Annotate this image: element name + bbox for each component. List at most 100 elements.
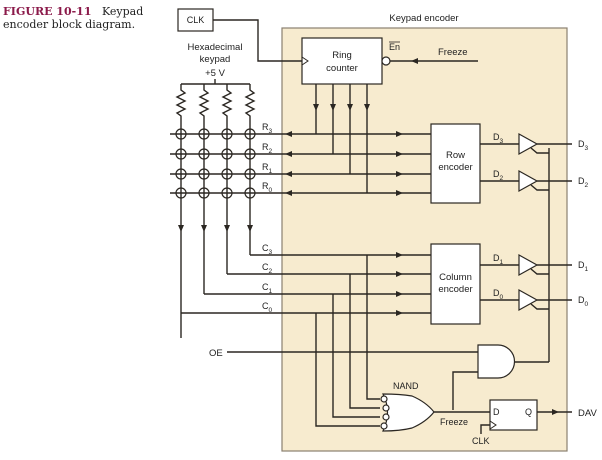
encoder-output-label-d2: D2 bbox=[493, 169, 504, 182]
resistor bbox=[198, 84, 210, 128]
enable-label: En bbox=[389, 42, 400, 52]
keypad-key bbox=[221, 168, 233, 180]
svg-text:C2: C2 bbox=[262, 262, 273, 275]
keypad-key bbox=[175, 148, 187, 160]
keypad-encoder-panel bbox=[281, 27, 568, 452]
keypad-key bbox=[244, 128, 256, 140]
nand-label: NAND bbox=[393, 381, 419, 391]
keypad-keys bbox=[175, 128, 256, 199]
arrow-icon bbox=[347, 104, 353, 111]
data-output-label-d0: D0 bbox=[578, 295, 589, 308]
clk-wire bbox=[213, 19, 302, 62]
nand-input-c0 bbox=[315, 313, 380, 427]
tristate-buffer bbox=[518, 288, 539, 312]
arrow-icon bbox=[396, 271, 403, 277]
arrow-icon bbox=[396, 291, 403, 297]
arrow-icon bbox=[396, 131, 403, 137]
nand-input-c1 bbox=[332, 294, 380, 418]
row-label-r1: R bbox=[262, 162, 269, 172]
arrow-icon bbox=[396, 190, 403, 196]
ff-d-label: D bbox=[493, 407, 500, 417]
ff-clk-wire bbox=[480, 424, 490, 434]
keypad-key bbox=[198, 168, 210, 180]
row-label-r2: R bbox=[262, 142, 269, 152]
column-label-c1: C bbox=[262, 282, 269, 292]
column-label-c2: C bbox=[262, 262, 269, 272]
buffer-enable-wire bbox=[530, 268, 549, 275]
arrow-icon bbox=[178, 225, 184, 232]
arrow-icon bbox=[330, 104, 336, 111]
column-encoder-box bbox=[430, 243, 481, 325]
row-labels: R3 R2 R1 R0 bbox=[262, 122, 273, 194]
data-output-label-d1: D1 bbox=[578, 260, 589, 273]
row-label-r0: R bbox=[262, 181, 269, 191]
svg-text:R2: R2 bbox=[262, 142, 273, 155]
keypad-key bbox=[198, 148, 210, 160]
ff-q-label: Q bbox=[525, 407, 532, 417]
keypad-title-line2: keypad bbox=[200, 54, 231, 65]
nand-input-c2 bbox=[349, 274, 380, 409]
svg-text:C0: C0 bbox=[262, 301, 273, 314]
arrow-icon bbox=[396, 151, 403, 157]
arrow-icon bbox=[364, 104, 370, 111]
pullup-resistors bbox=[175, 84, 256, 128]
clock-input-triangle-icon bbox=[489, 420, 497, 430]
freeze-output-label: Freeze bbox=[440, 417, 468, 427]
arrow-icon bbox=[285, 171, 292, 177]
keypad-key bbox=[221, 148, 233, 160]
oe-label: OE bbox=[209, 348, 223, 359]
column-encoder-label-line2: encoder bbox=[438, 284, 472, 295]
data-output-label-d3: D3 bbox=[578, 139, 589, 152]
keypad-key bbox=[198, 128, 210, 140]
freeze-to-and-wire bbox=[452, 371, 478, 410]
buffer-enable-wire bbox=[530, 303, 549, 310]
arrow-icon bbox=[285, 131, 292, 137]
d-flip-flop-box bbox=[489, 399, 538, 431]
figure-caption-text: Keypad encoder block diagram. bbox=[3, 5, 144, 31]
inversion-bubble bbox=[382, 404, 390, 412]
keypad-key bbox=[244, 148, 256, 160]
row-encoder-label-line1: Row bbox=[446, 150, 465, 161]
enable-inversion-bubble bbox=[381, 56, 391, 66]
freeze-input-label: Freeze bbox=[438, 47, 468, 58]
keypad-title-line1: Hexadecimal bbox=[188, 42, 243, 53]
arrow-icon bbox=[411, 58, 418, 64]
row-encoder-label-line2: encoder bbox=[438, 162, 472, 173]
svg-text:R0: R0 bbox=[262, 181, 273, 194]
arrow-icon bbox=[201, 225, 207, 232]
svg-text:C1: C1 bbox=[262, 282, 273, 295]
row-label-r3: R bbox=[262, 122, 269, 132]
clk-source-label: CLK bbox=[187, 15, 205, 25]
keypad-key bbox=[198, 187, 210, 199]
data-output-label-d2: D2 bbox=[578, 176, 589, 189]
keypad-key bbox=[221, 128, 233, 140]
inversion-bubble bbox=[380, 395, 388, 403]
keypad-key bbox=[244, 168, 256, 180]
arrow-icon bbox=[552, 409, 559, 415]
column-labels: C3 C2 C1 C0 bbox=[262, 243, 273, 314]
encoder-output-label-d0: D0 bbox=[493, 288, 504, 301]
figure-number: FIGURE 10-11 bbox=[3, 5, 92, 18]
resistor bbox=[244, 84, 256, 128]
arrow-icon bbox=[224, 225, 230, 232]
and-gate bbox=[477, 344, 516, 379]
ff-clk-label: CLK bbox=[472, 436, 490, 446]
keypad-key bbox=[244, 187, 256, 199]
arrow-icon bbox=[396, 171, 403, 177]
inversion-bubble bbox=[382, 413, 390, 421]
figure-caption: FIGURE 10-11 Keypad encoder block diagra… bbox=[3, 5, 163, 31]
arrow-icon bbox=[396, 310, 403, 316]
arrow-icon bbox=[285, 151, 292, 157]
arrow-icon bbox=[396, 252, 403, 258]
column-label-c0: C bbox=[262, 301, 269, 311]
column-label-c3: C bbox=[262, 243, 269, 253]
arrow-icon bbox=[285, 190, 292, 196]
keypad-encoder-title: Keypad encoder bbox=[389, 13, 458, 24]
encoder-output-label-d1: D1 bbox=[493, 253, 504, 266]
resistor bbox=[175, 84, 187, 128]
ring-counter-label-line2: counter bbox=[326, 63, 358, 74]
dav-label: DAV bbox=[578, 408, 597, 419]
resistor bbox=[221, 84, 233, 128]
